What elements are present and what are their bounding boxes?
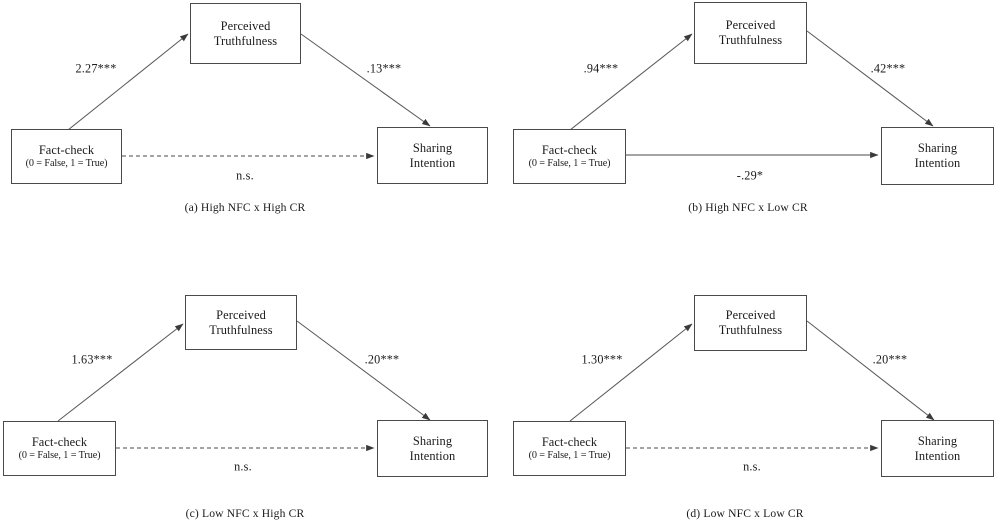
node-label-line1: Perceived	[725, 308, 776, 323]
node-label-title: Fact-check	[38, 142, 95, 157]
node-label-line2: Intention	[409, 448, 456, 463]
node-perceived-truthfulness: Perceived Truthfulness	[694, 295, 807, 351]
node-label-line1: Perceived	[220, 18, 271, 33]
panel-d: Perceived Truthfulness Fact-check (0 = F…	[500, 265, 1000, 529]
panel-b-paths	[569, 30, 934, 159]
path-b-arrow	[300, 33, 431, 127]
path-b-arrow	[806, 30, 934, 127]
node-sharing-intention: Sharing Intention	[377, 127, 488, 184]
path-label-a: 1.63***	[71, 352, 113, 367]
node-label-line2: Truthfulness	[213, 33, 278, 48]
path-label-c: n.s.	[743, 459, 761, 474]
node-label-sub: (0 = False, 1 = True)	[18, 450, 101, 462]
panel-caption: (c) Low NFC x High CR	[185, 507, 305, 520]
node-sharing-intention: Sharing Intention	[377, 420, 488, 477]
panel-c: Perceived Truthfulness Fact-check (0 = F…	[0, 265, 500, 529]
node-sharing-intention: Sharing Intention	[881, 127, 994, 185]
node-perceived-truthfulness: Perceived Truthfulness	[185, 295, 297, 350]
node-fact-check: Fact-check (0 = False, 1 = True)	[513, 129, 626, 184]
path-label-c: n.s.	[236, 168, 254, 183]
node-label-line1: Perceived	[725, 18, 776, 33]
node-label-line1: Sharing	[917, 141, 958, 156]
node-label-line1: Perceived	[216, 307, 266, 322]
node-label-sub: (0 = False, 1 = True)	[528, 158, 611, 170]
node-label-line2: Truthfulness	[718, 323, 783, 337]
path-b-arrow	[296, 320, 431, 421]
panel-b: Perceived Truthfulness Fact-check (0 = F…	[500, 0, 1000, 264]
path-label-b: .13***	[366, 61, 402, 76]
panel-d-paths	[569, 320, 935, 452]
node-label-line1: Sharing	[412, 433, 453, 448]
node-perceived-truthfulness: Perceived Truthfulness	[694, 2, 807, 64]
path-label-c: n.s.	[234, 459, 252, 474]
node-fact-check: Fact-check (0 = False, 1 = True)	[11, 129, 122, 184]
path-label-a: .94***	[583, 61, 619, 76]
panel-caption: (d) Low NFC x Low CR	[686, 507, 804, 520]
node-label-line2: Intention	[409, 155, 456, 170]
node-sharing-intention: Sharing Intention	[881, 420, 994, 477]
path-label-b: .20***	[872, 352, 908, 367]
panel-a-paths	[67, 33, 431, 160]
node-label-line1: Sharing	[412, 140, 453, 155]
node-label-title: Fact-check	[31, 434, 88, 449]
node-fact-check: Fact-check (0 = False, 1 = True)	[3, 421, 116, 476]
node-label-sub: (0 = False, 1 = True)	[528, 450, 611, 462]
path-b-arrow	[806, 320, 935, 421]
node-label-title: Fact-check	[541, 434, 598, 449]
node-label-line2: Intention	[914, 448, 961, 463]
node-label-line2: Truthfulness	[718, 33, 783, 47]
path-label-b: .20***	[364, 352, 400, 367]
path-a-arrow	[57, 323, 184, 422]
node-label-line1: Sharing	[917, 433, 958, 448]
path-label-c: -.29*	[736, 168, 764, 183]
node-fact-check: Fact-check (0 = False, 1 = True)	[513, 421, 626, 476]
path-label-a: 1.30***	[581, 352, 623, 367]
path-a-arrow	[569, 33, 693, 131]
panel-a: Perceived Truthfulness Fact-check (0 = F…	[0, 0, 500, 264]
node-label-sub: (0 = False, 1 = True)	[25, 158, 108, 170]
node-label-line2: Intention	[914, 156, 961, 170]
node-label-line2: Truthfulness	[209, 322, 273, 337]
node-perceived-truthfulness: Perceived Truthfulness	[190, 3, 301, 64]
panel-c-paths	[57, 320, 431, 452]
panel-caption: (a) High NFC x High CR	[184, 201, 306, 214]
path-a-arrow	[67, 33, 189, 131]
node-label-title: Fact-check	[541, 142, 598, 157]
path-a-arrow	[569, 323, 693, 422]
path-label-a: 2.27***	[75, 61, 117, 76]
panel-caption: (b) High NFC x Low CR	[688, 201, 808, 214]
path-label-b: .42***	[870, 61, 906, 76]
